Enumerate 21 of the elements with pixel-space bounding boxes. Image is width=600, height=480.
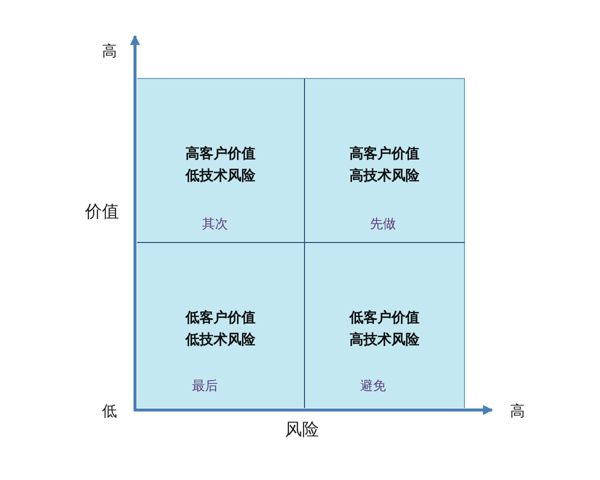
priority-label: 先做 [370, 216, 396, 233]
axis-label: 价值 [85, 201, 119, 223]
quadrant-text: 低技术风险 [184, 331, 256, 349]
quadrant-box [137, 243, 305, 408]
quadrant-box [305, 243, 465, 408]
priority-label: 最后 [192, 378, 218, 395]
quadrant-box [137, 78, 305, 243]
quadrant-box [305, 78, 465, 243]
axis-label: 高 [102, 42, 117, 61]
priority-label: 其次 [202, 216, 228, 233]
quadrant-text: 高客户价值 [348, 145, 420, 163]
quadrant-text: 高客户价值 [184, 145, 256, 163]
quadrant-text: 低客户价值 [184, 309, 256, 327]
quadrant-text: 低技术风险 [184, 167, 256, 185]
axis-label: 风险 [285, 419, 319, 441]
quadrant-text: 高技术风险 [348, 167, 420, 185]
quadrant-text: 低客户价值 [348, 309, 420, 327]
axis-label: 低 [102, 402, 117, 421]
quadrant-text: 高技术风险 [348, 331, 420, 349]
axis-label: 高 [510, 402, 525, 421]
priority-label: 避免 [360, 378, 386, 395]
